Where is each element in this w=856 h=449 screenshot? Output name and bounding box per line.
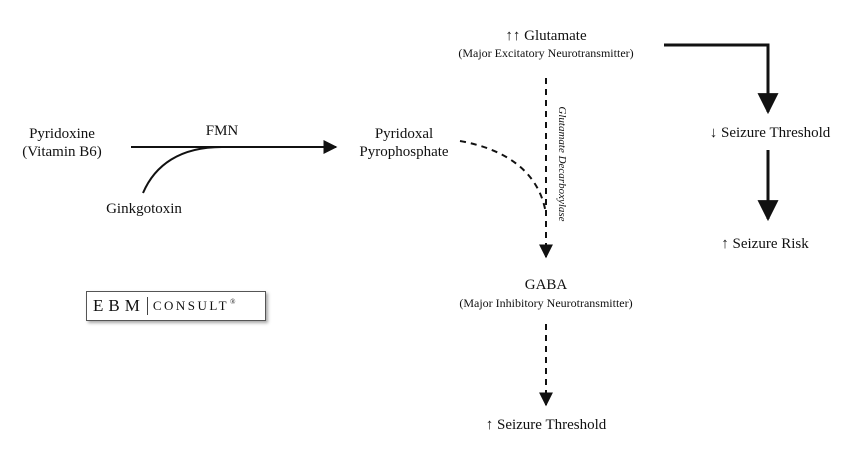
glutamate-name: ↑↑ Glutamate <box>505 28 587 44</box>
logo-ebm-text: EBM <box>87 297 148 315</box>
plp-line2: Pyrophosphate <box>359 144 449 160</box>
ebm-consult-logo: EBM CONSULT® <box>86 291 266 321</box>
gaba-name: GABA <box>524 277 568 293</box>
ginkgotoxin-inhibition-curve <box>142 146 223 194</box>
increased-threshold-label: ↑ Seizure Threshold <box>485 417 607 433</box>
pyridoxine-name: Pyridoxine <box>29 126 95 142</box>
enzyme-label: Glutamate Decarboxylase <box>556 106 568 222</box>
glutamate-subtitle: (Major Excitatory Neurotransmitter) <box>458 46 634 60</box>
pyridoxine-label: Pyridoxine (Vitamin B6) <box>12 125 112 161</box>
logo-consult-word: CONSULT <box>152 298 230 313</box>
seizure-risk-label: ↑ Seizure Risk <box>721 236 809 252</box>
registered-mark: ® <box>230 298 238 306</box>
pyridoxine-synonym: (Vitamin B6) <box>22 144 102 160</box>
fmn-label: FMN <box>205 123 239 139</box>
plp-label: Pyridoxal Pyrophosphate <box>346 125 462 161</box>
gaba-label: GABA (Major Inhibitory Neurotransmitter) <box>436 276 656 310</box>
glutamate-label: ↑↑ Glutamate (Major Excitatory Neurotran… <box>436 27 656 60</box>
gaba-subtitle: (Major Inhibitory Neurotransmitter) <box>459 296 633 310</box>
ginkgotoxin-label: Ginkgotoxin <box>106 201 182 217</box>
plp-cofactor-dashed-curve <box>459 140 547 215</box>
glutamate-to-threshold-arrow <box>664 43 779 115</box>
decreased-threshold-label: ↓ Seizure Threshold <box>709 125 831 141</box>
plp-line1: Pyridoxal <box>374 126 434 142</box>
logo-consult-text: CONSULT® <box>148 298 238 314</box>
